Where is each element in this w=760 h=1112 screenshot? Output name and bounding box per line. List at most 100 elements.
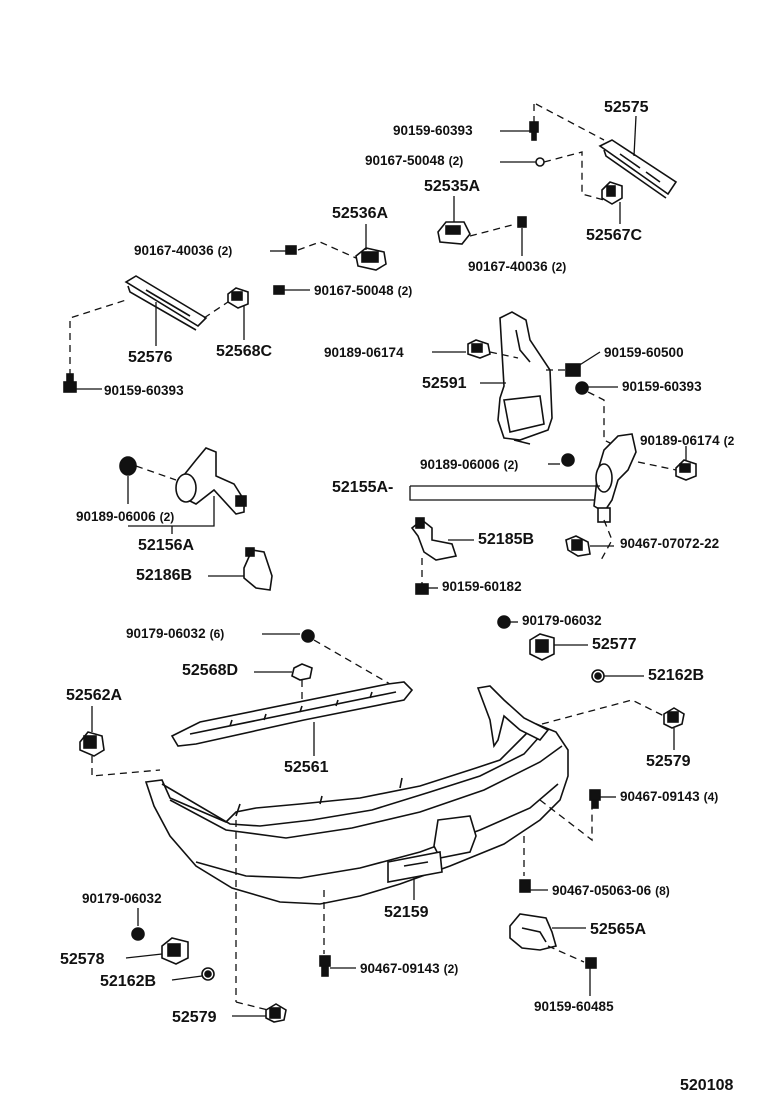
pad-52577[interactable] bbox=[529, 633, 555, 661]
label-52155A[interactable]: 52155A- bbox=[332, 480, 393, 496]
spacer-52162B-bottom[interactable] bbox=[201, 967, 215, 981]
part-52591-bracket[interactable] bbox=[497, 311, 553, 445]
label-52186B[interactable]: 52186B bbox=[136, 568, 192, 584]
label-52162B-bottom[interactable]: 52162B bbox=[100, 974, 156, 990]
label-90167-50048-top[interactable]: 90167-50048(2) bbox=[365, 154, 463, 168]
pad-52578[interactable] bbox=[161, 937, 189, 965]
dash-90189-06006-left bbox=[135, 465, 177, 481]
label-90179-06032-right[interactable]: 90179-06032 bbox=[522, 614, 602, 628]
clip-90179-06032-right[interactable] bbox=[497, 615, 511, 629]
spacer-52162B-top[interactable] bbox=[591, 669, 605, 683]
part-52156A-bracket[interactable] bbox=[175, 447, 247, 515]
clip-90189-06174-right[interactable] bbox=[675, 459, 697, 481]
label-52565A[interactable]: 52565A bbox=[590, 922, 646, 938]
dash-52579-right bbox=[541, 699, 665, 725]
clip-90467-09143-bottom[interactable] bbox=[319, 955, 331, 977]
label-90159-60485[interactable]: 90159-60485 bbox=[534, 1000, 614, 1014]
clip-52568C[interactable] bbox=[227, 287, 249, 309]
label-90189-06006-right[interactable]: 90189-06006(2) bbox=[420, 458, 518, 472]
clip-90467-09143-right[interactable] bbox=[589, 789, 601, 809]
clip-52567C[interactable] bbox=[601, 181, 623, 205]
label-90467-09143-right[interactable]: 90467-09143(4) bbox=[620, 790, 718, 804]
label-90159-60393-right[interactable]: 90159-60393 bbox=[622, 380, 702, 394]
label-90189-06174-top[interactable]: 90189-06174 bbox=[324, 346, 404, 360]
screw-90167-40036-left[interactable] bbox=[285, 245, 297, 255]
clip-90467-07072-22[interactable] bbox=[565, 535, 591, 557]
label-52577[interactable]: 52577 bbox=[592, 637, 637, 653]
label-52591[interactable]: 52591 bbox=[422, 376, 467, 392]
label-90179-06032-top[interactable]: 90179-06032(6) bbox=[126, 627, 224, 641]
screw-90167-40036-right[interactable] bbox=[517, 216, 527, 228]
label-text: 52568C bbox=[216, 343, 273, 360]
label-90159-60393-left[interactable]: 90159-60393 bbox=[104, 384, 184, 398]
label-text: 90179-06032 bbox=[522, 613, 602, 628]
label-52535A[interactable]: 52535A bbox=[424, 179, 480, 195]
clip-90179-06032-bottom[interactable] bbox=[131, 927, 145, 941]
label-text: 52561 bbox=[284, 759, 329, 776]
label-text: 52562A bbox=[66, 687, 123, 704]
bracket-52565A[interactable] bbox=[509, 913, 557, 951]
label-90179-06032-bottom[interactable]: 90179-06032 bbox=[82, 892, 162, 906]
label-52579-bottom[interactable]: 52579 bbox=[172, 1010, 217, 1026]
label-90167-40036-right[interactable]: 90167-40036(2) bbox=[468, 260, 566, 274]
label-90189-06006-left[interactable]: 90189-06006(2) bbox=[76, 510, 174, 524]
label-52567C[interactable]: 52567C bbox=[586, 228, 642, 244]
bolt-90159-60393-right[interactable] bbox=[575, 381, 589, 395]
stay-52185B[interactable] bbox=[410, 517, 458, 561]
label-52568D[interactable]: 52568D bbox=[182, 663, 238, 679]
label-90167-40036-left[interactable]: 90167-40036(2) bbox=[134, 244, 232, 258]
label-text: 52156A bbox=[138, 537, 195, 554]
reinforcement-52561[interactable] bbox=[170, 681, 414, 747]
label-90467-09143-bottom[interactable]: 90467-09143(2) bbox=[360, 962, 458, 976]
clip-90189-06174-top[interactable] bbox=[467, 339, 491, 359]
label-qty: (8) bbox=[655, 884, 670, 898]
clip-52579-bottom[interactable] bbox=[265, 1003, 287, 1023]
bolt-90159-60485[interactable] bbox=[585, 957, 597, 969]
label-52576[interactable]: 52576 bbox=[128, 350, 173, 366]
label-52185B[interactable]: 52185B bbox=[478, 532, 534, 548]
label-diagram-number[interactable]: 520108 bbox=[680, 1078, 733, 1094]
label-90159-60182[interactable]: 90159-60182 bbox=[442, 580, 522, 594]
label-52159[interactable]: 52159 bbox=[384, 905, 429, 921]
label-90189-06174-right[interactable]: 90189-06174(2 bbox=[640, 434, 734, 448]
label-90467-05063-06[interactable]: 90467-05063-06(8) bbox=[552, 884, 670, 898]
bumper-cover-52159[interactable] bbox=[144, 685, 569, 905]
part-52576-bracket[interactable] bbox=[124, 275, 208, 331]
label-90159-60393-top[interactable]: 90159-60393 bbox=[393, 124, 473, 138]
label-90467-07072-22[interactable]: 90467-07072-22 bbox=[620, 537, 719, 551]
clip-52568D[interactable] bbox=[291, 663, 313, 681]
bolt-90167-50048-top[interactable] bbox=[535, 157, 545, 167]
clip-90189-06006-right[interactable] bbox=[561, 453, 575, 467]
bolt-90159-60393-left[interactable] bbox=[63, 373, 77, 393]
label-52578[interactable]: 52578 bbox=[60, 952, 105, 968]
bolt-90167-50048-left[interactable] bbox=[273, 285, 285, 295]
label-90159-60500[interactable]: 90159-60500 bbox=[604, 346, 684, 360]
clip-90189-06006-left[interactable] bbox=[119, 456, 137, 476]
clip-52535A[interactable] bbox=[437, 221, 471, 245]
label-text: 52535A bbox=[424, 178, 481, 195]
label-text: 90159-60182 bbox=[442, 579, 522, 594]
clip-52562A[interactable] bbox=[79, 731, 105, 757]
leader-90159-60500 bbox=[577, 351, 601, 367]
bolt-90159-60393-top[interactable] bbox=[529, 121, 539, 141]
bolt-90159-60182[interactable] bbox=[415, 583, 429, 595]
label-90167-50048-left[interactable]: 90167-50048(2) bbox=[314, 284, 412, 298]
label-52561[interactable]: 52561 bbox=[284, 760, 329, 776]
label-52579-right[interactable]: 52579 bbox=[646, 754, 691, 770]
clip-52536A[interactable] bbox=[355, 247, 387, 271]
label-text: 90179-06032 bbox=[82, 891, 162, 906]
label-52162B-top[interactable]: 52162B bbox=[648, 668, 704, 684]
label-qty: (2) bbox=[503, 458, 519, 472]
clip-90179-06032-top[interactable] bbox=[301, 629, 315, 643]
part-52575-bracket[interactable] bbox=[598, 139, 678, 199]
clip-90467-05063-06[interactable] bbox=[519, 879, 531, 893]
label-52575[interactable]: 52575 bbox=[604, 100, 649, 116]
label-52156A[interactable]: 52156A bbox=[138, 538, 194, 554]
part-52155A-bracket[interactable] bbox=[593, 433, 637, 523]
clip-52579-right[interactable] bbox=[663, 707, 685, 729]
label-52562A[interactable]: 52562A bbox=[66, 688, 122, 704]
stay-52186B[interactable] bbox=[243, 547, 273, 591]
label-52536A[interactable]: 52536A bbox=[332, 206, 388, 222]
bolt-90159-60500[interactable] bbox=[565, 363, 581, 377]
label-52568C[interactable]: 52568C bbox=[216, 344, 272, 360]
